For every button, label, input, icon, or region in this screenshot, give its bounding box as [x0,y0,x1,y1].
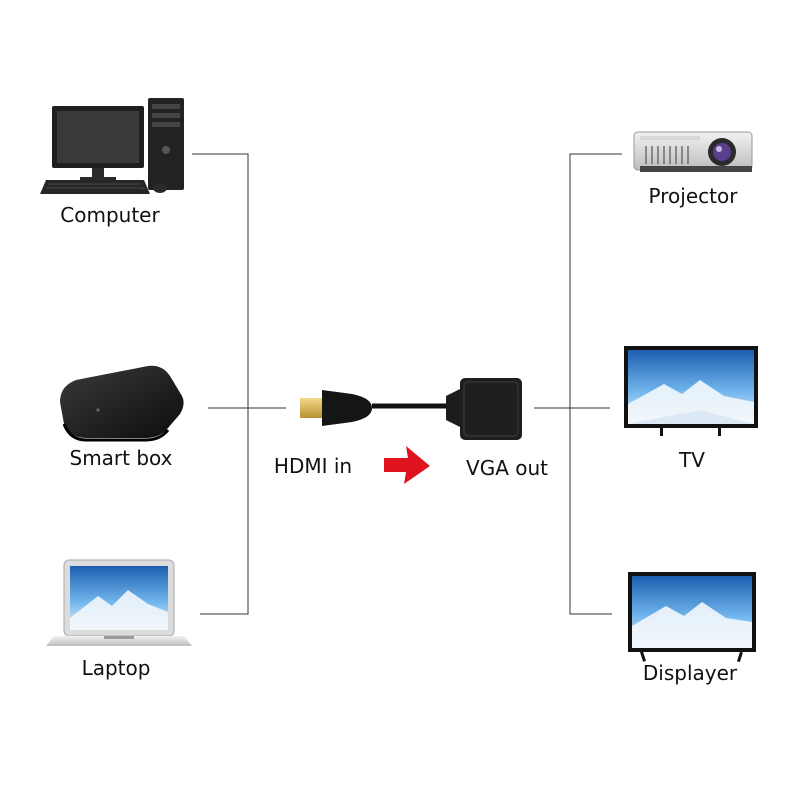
hdmi-plug-icon [300,390,450,426]
tv-icon [624,346,758,436]
laptop-label: Laptop [81,656,151,680]
right-connector-lines [534,153,622,615]
hdmi-in-label: HDMI in [273,454,353,478]
smartbox-label: Smart box [69,446,173,470]
monitor-icon [628,572,756,663]
projector-label: Projector [648,184,738,208]
vga-adapter-icon [446,378,522,440]
set-top-box-icon [60,365,184,442]
projector-icon [633,131,753,172]
right-bracket-line [569,153,622,615]
left-bracket-line [192,153,249,615]
laptop-icon [46,559,192,646]
direction-arrow-icon [384,446,430,484]
tv-label: TV [679,448,705,472]
computer-label: Computer [60,203,160,227]
desktop-computer-icon [40,98,184,194]
displayer-label: Displayer [642,661,738,685]
vga-out-label: VGA out [466,456,548,480]
left-connector-lines [192,153,286,615]
